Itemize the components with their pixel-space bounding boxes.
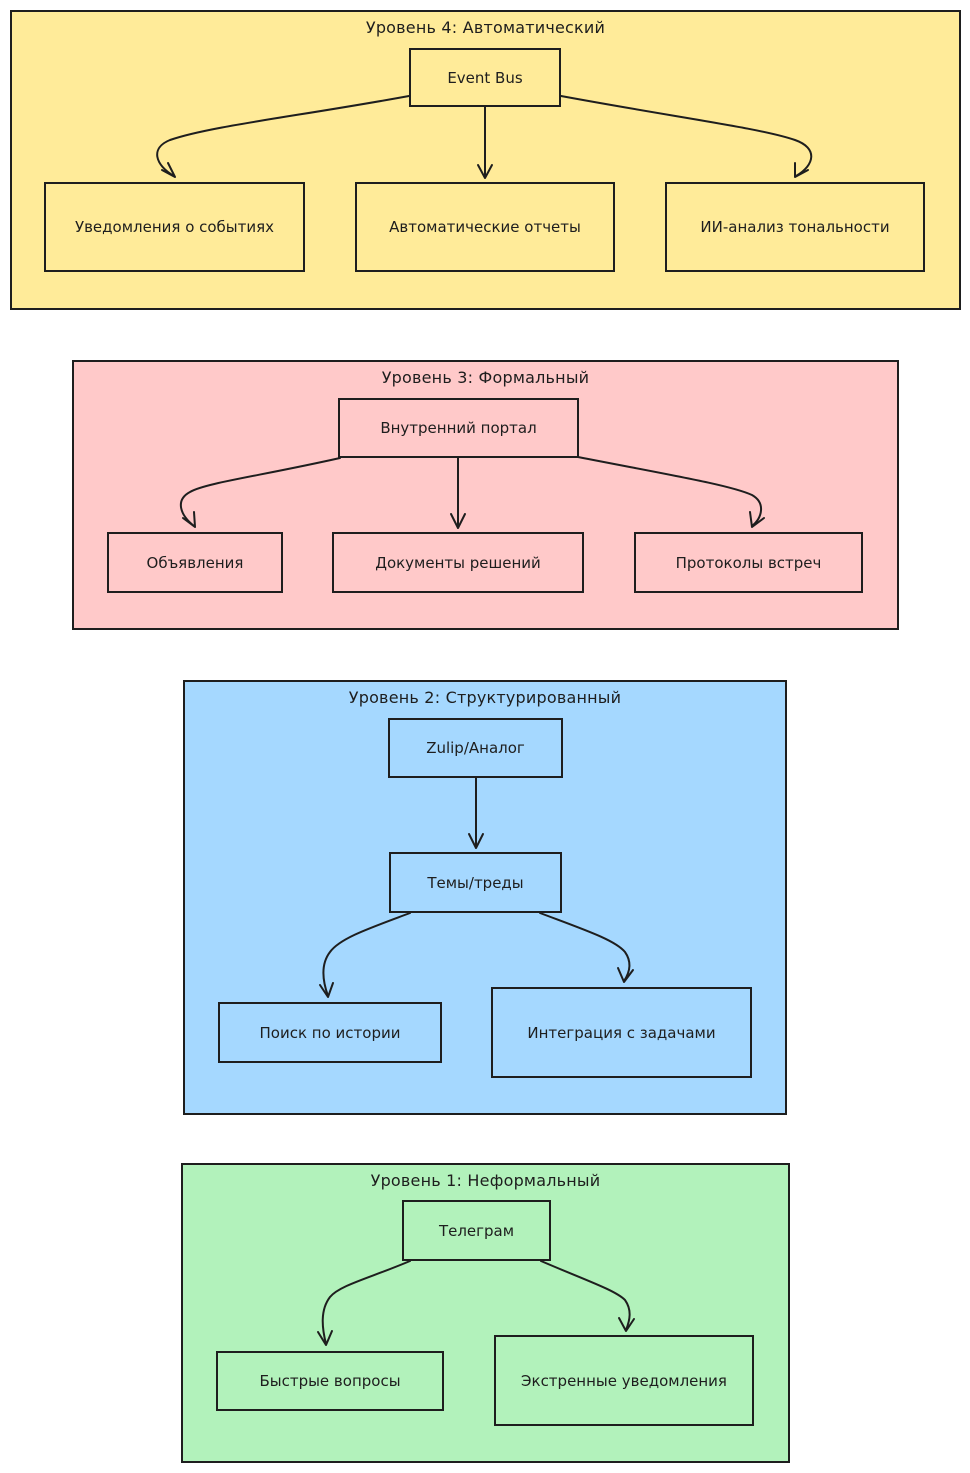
history-search-node: Поиск по истории xyxy=(218,1002,442,1063)
ai-sentiment-node: ИИ-анализ тональности xyxy=(665,182,925,272)
level-4-title: Уровень 4: Автоматический xyxy=(365,18,606,37)
level-3-title: Уровень 3: Формальный xyxy=(381,368,590,387)
emergency-notifications-node: Экстренные уведомления xyxy=(494,1335,754,1426)
task-integration-node: Интеграция с задачами xyxy=(491,987,752,1078)
quick-questions-node: Быстрые вопросы xyxy=(216,1351,444,1411)
auto-reports-node: Автоматические отчеты xyxy=(355,182,615,272)
meeting-minutes-node: Протоколы встреч xyxy=(634,532,863,593)
event-bus-node: Event Bus xyxy=(409,48,561,107)
announcements-node: Объявления xyxy=(107,532,283,593)
level-1-group: Уровень 1: Неформальный xyxy=(181,1163,790,1463)
topics-threads-node: Темы/треды xyxy=(389,852,562,913)
level-2-title: Уровень 2: Структурированный xyxy=(348,688,622,707)
telegram-node: Телеграм xyxy=(402,1200,551,1261)
level-1-title: Уровень 1: Неформальный xyxy=(370,1171,601,1190)
decision-docs-node: Документы решений xyxy=(332,532,584,593)
zulip-node: Zulip/Аналог xyxy=(388,718,563,778)
internal-portal-node: Внутренний портал xyxy=(338,398,579,458)
level-2-group: Уровень 2: Структурированный xyxy=(183,680,787,1115)
event-notifications-node: Уведомления о событиях xyxy=(44,182,305,272)
